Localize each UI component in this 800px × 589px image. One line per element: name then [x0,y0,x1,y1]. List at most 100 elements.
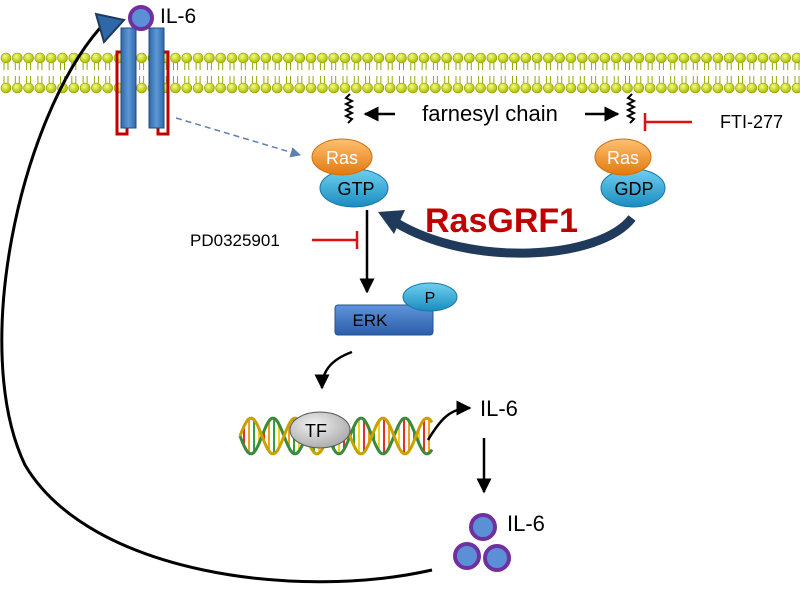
lipid-head [509,52,520,64]
lipid-head [418,82,430,94]
lipid-head [271,52,283,64]
lipid-head [509,82,520,94]
lipid-head [0,52,12,64]
lipid-head [373,82,385,94]
lipid-head [520,82,532,94]
pd0325901-label: PD0325901 [190,231,280,250]
lipid-head [463,52,475,64]
lipid-head [497,82,509,94]
erk-to-dna-arrow [314,350,353,390]
lipid-head [0,82,12,94]
lipid-head [689,52,701,64]
lipid-head [588,52,599,64]
lipid-head [317,52,328,64]
lipid-head [610,82,622,94]
lipid-head [283,82,294,94]
lipid-head [791,82,800,94]
lipid-head [622,82,633,94]
lipid-head [554,82,566,94]
lipid-head [712,52,724,64]
lipid-head [520,52,532,64]
fti-277-label: FTI-277 [720,112,783,132]
lipid-head [554,52,566,64]
lipid-head [350,52,362,64]
lipid-head [497,52,509,64]
lipid-head [543,82,554,94]
lipid-head [610,52,622,64]
gdp-label: GDP [614,179,653,199]
lipid-head [170,52,181,64]
lipid-head [599,52,611,64]
receptor-right-chain [148,27,165,129]
il6-ligand-bound [128,5,154,31]
lipid-head [45,82,57,94]
lipid-head [791,52,800,64]
lipid-head [226,52,238,64]
il6-molecule-right [483,544,511,572]
lipid-head [23,82,34,94]
lipid-head [396,52,407,64]
lipid-head [215,52,226,64]
lipid-head [384,82,396,94]
lipid-head [678,52,690,64]
ras-right-label: Ras [607,148,639,168]
rasgrf1-exchange-arrow [392,215,636,258]
dna-strand-a [238,416,434,456]
il6-gene-label: IL-6 [480,396,518,421]
lipid-head [475,52,486,64]
lipid-head [430,52,441,64]
lipid-head [260,52,272,64]
lipid-head [11,52,23,64]
il6-molecule-left [453,542,481,570]
lipid-head [328,82,340,94]
lipid-head [746,82,758,94]
lipid-head [226,82,238,94]
lipid-head [23,52,34,64]
phosphate-label: P [425,290,436,307]
lipid-head [136,52,147,64]
gtp-label: GTP [337,179,374,199]
lipid-head [667,82,679,94]
lipid-head [644,52,656,64]
rasgrf1-arrowhead [378,210,405,234]
lipid-head [599,82,611,94]
lipid-head [407,82,419,94]
lipid-head [339,52,351,64]
lipid-head [170,82,181,94]
lipid-head [769,52,780,64]
lipid-head [407,52,419,64]
lipid-head [350,82,362,94]
lipid-head [656,52,667,64]
tf-label: TF [305,421,327,441]
lipid-head [45,52,57,64]
ras-left-label: Ras [326,148,358,168]
lipid-head [91,82,102,94]
lipid-head [701,52,712,64]
il6-receptor: IL-6 [115,5,196,136]
lipid-head [441,52,453,64]
lipid-head [249,82,260,94]
lipid-head [576,52,588,64]
receptor-left-chain [120,27,137,129]
lipid-head [531,82,543,94]
lipid-head [57,52,68,64]
lipid-head [215,82,226,94]
lipid-head [452,82,464,94]
lipid-head [238,52,249,64]
lipid-head [452,52,464,64]
lipid-head [249,52,260,64]
lipid-head [271,82,283,94]
lipid-head [441,82,453,94]
lipid-head [576,82,588,94]
lipid-head [475,82,486,94]
lipid-head [757,52,769,64]
lipid-head [735,82,746,94]
lipid-head [192,52,204,64]
lipid-head [317,82,328,94]
lipid-head [531,52,543,64]
lipid-head [633,82,645,94]
feedback-arrowhead [94,12,126,45]
il6-receptor-label: IL-6 [160,5,196,28]
lipid-head [79,82,91,94]
